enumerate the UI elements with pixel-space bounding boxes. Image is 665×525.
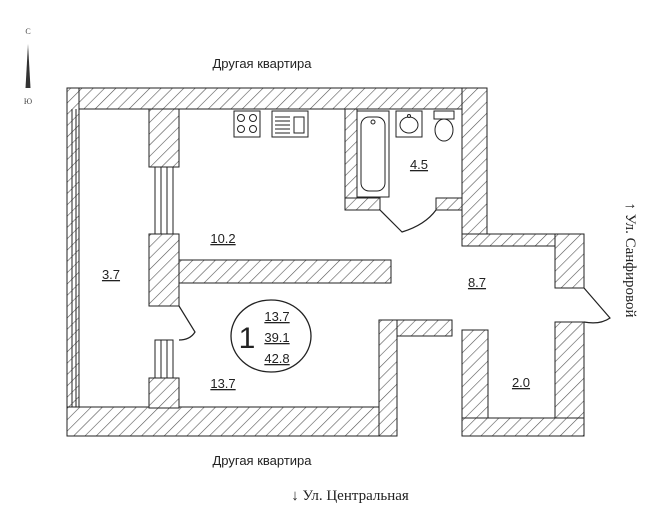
rooms-count: 1: [239, 322, 256, 355]
wall-top: [66, 87, 488, 110]
summary-oval: [230, 299, 312, 373]
toilet-icon: [433, 110, 455, 142]
window-living: [154, 339, 174, 379]
wall-balcony-upper: [148, 108, 180, 168]
wall-bottom-right: [461, 417, 585, 437]
kitchen-sink-icon: [271, 110, 309, 138]
neighbor-bottom-label: Другая квартира: [212, 453, 312, 468]
room-balcony-area: 3.7: [102, 267, 120, 282]
stove-icon: [233, 110, 261, 138]
wall-right-upper: [461, 87, 488, 246]
room-bathroom-area: 4.5: [410, 157, 428, 172]
compass: С Ю: [24, 27, 32, 106]
wall-bath-left: [344, 108, 358, 211]
wall-storage-left: [378, 319, 398, 437]
wall-left: [66, 87, 80, 437]
washbasin-icon: [395, 110, 423, 138]
wall-kitchen-living: [178, 259, 392, 284]
compass-arrow-icon: [25, 44, 31, 88]
bathtub-icon: [356, 110, 390, 198]
compass-north-label: С: [25, 27, 30, 36]
wall-bottom-left: [66, 406, 398, 437]
street-bottom-label: ↓ Ул. Центральная: [291, 488, 409, 504]
wall-bath-bottom-left: [344, 197, 381, 211]
wall-right-pier-lower: [554, 321, 585, 437]
wall-bath-bottom-right: [435, 197, 463, 211]
street-right-label: ↑ Ул. Санфировой: [622, 202, 638, 317]
room-hall-area: 8.7: [468, 275, 486, 290]
door-entrance: [583, 287, 611, 324]
wall-balcony-lower: [148, 377, 180, 409]
summary-total-with-balcony: 42.8: [264, 351, 289, 366]
fixtures: [233, 110, 455, 198]
walls: [66, 87, 585, 437]
room-kitchen-area: 10.2: [210, 231, 235, 246]
area-summary: 1 13.7 39.1 42.8: [230, 299, 312, 373]
door-bathroom: [379, 209, 437, 233]
summary-total-area: 39.1: [264, 330, 289, 345]
neighbor-top-label: Другая квартира: [212, 56, 312, 71]
windows: [71, 109, 174, 407]
wall-right-pier-upper: [554, 233, 585, 289]
room-storage-area: 2.0: [512, 375, 530, 390]
compass-south-label: Ю: [24, 97, 32, 106]
window-kitchen: [154, 166, 174, 235]
wall-balcony-middle: [148, 233, 180, 307]
room-labels: 10.2 4.5 3.7 8.7 13.7 2.0: [102, 157, 530, 391]
doors: [178, 209, 611, 341]
door-balcony: [178, 305, 196, 341]
summary-living-area: 13.7: [264, 309, 289, 324]
room-living-area: 13.7: [210, 376, 235, 391]
